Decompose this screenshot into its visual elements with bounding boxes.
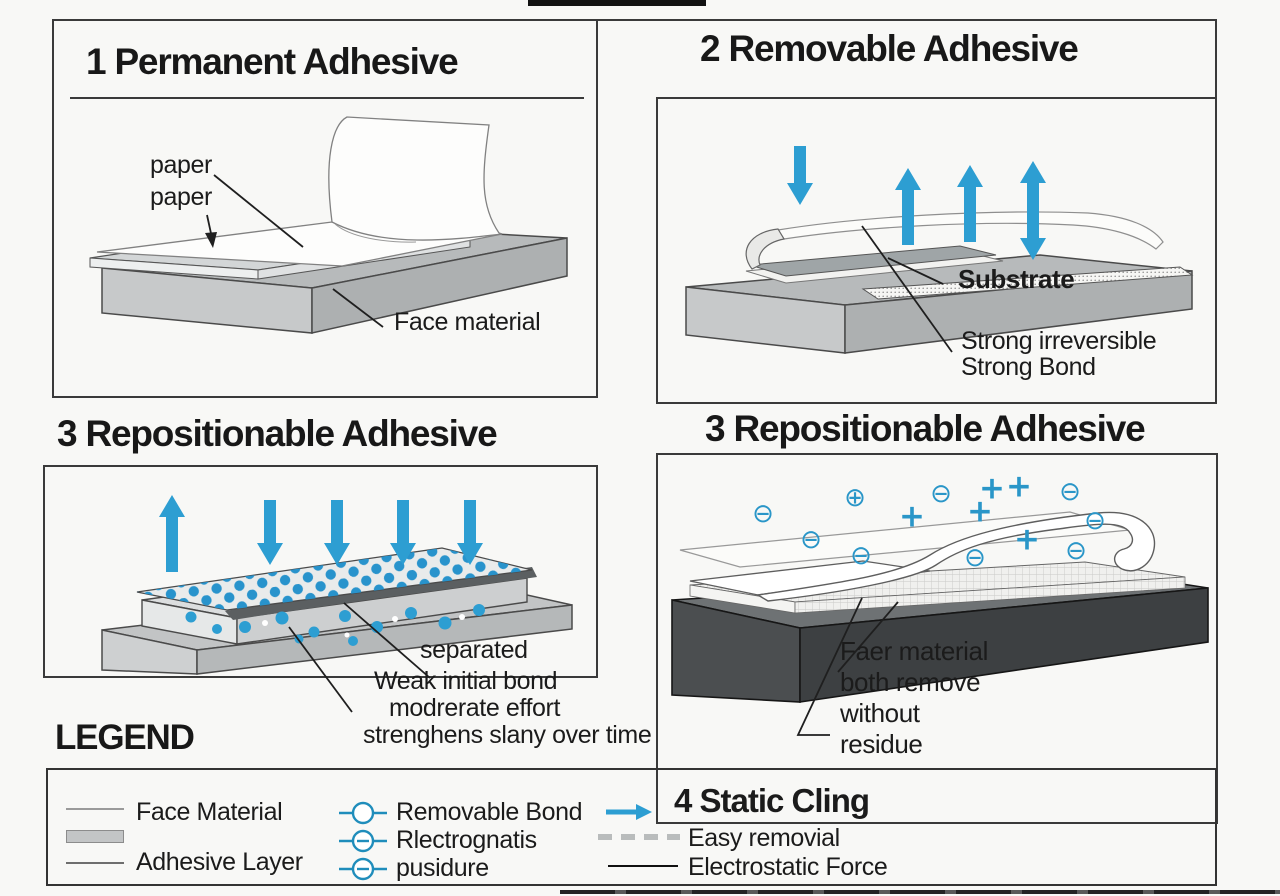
circle-minus-icon xyxy=(339,829,387,853)
scattered-adhesive-dots xyxy=(185,604,485,646)
static-label-line4: residue xyxy=(840,729,923,759)
adhesive-layer-line-swatch xyxy=(66,862,124,864)
static-label-line3: without xyxy=(840,698,920,728)
down-arrow-icon xyxy=(257,500,283,565)
legend-box: Face Material Adhesive Layer Removable B… xyxy=(46,768,1217,886)
weak-bond-label-line2: modrerate effort xyxy=(389,694,561,722)
static-label-line1: Faer material xyxy=(840,636,988,666)
removable-bond-icon xyxy=(339,801,387,825)
paper-label-1: paper xyxy=(150,151,212,179)
up-arrow-icon xyxy=(895,168,921,245)
down-arrow-icon xyxy=(457,500,483,565)
panel2-title: 2 Removable Adhesive xyxy=(700,28,1079,69)
bond-label-line2: Strong Bond xyxy=(961,353,1096,381)
face-material-line-swatch xyxy=(66,808,124,810)
down-arrow-icon xyxy=(787,146,813,205)
down-arrow-icon xyxy=(324,500,350,565)
permanent-adhesive-illustration xyxy=(89,116,568,334)
legend-face-material-label: Face Material xyxy=(136,798,283,826)
panel1-title: 1 Permanent Adhesive xyxy=(86,41,459,82)
peeling-sheet-curl xyxy=(755,511,1156,602)
legend-electrostatic-label: Rlectrognatis xyxy=(396,826,537,854)
separating-adhesive-band xyxy=(225,567,537,620)
paper-leader-line xyxy=(213,174,304,248)
liner-outline-sheet xyxy=(776,211,1164,250)
weak-bond-label-line3: strenghens slany over time xyxy=(363,721,652,749)
panel1-title-rule xyxy=(70,97,584,99)
substrate-block xyxy=(685,254,1193,354)
separated-leader-line xyxy=(343,602,431,679)
scattered-white-dots xyxy=(262,614,465,638)
up-down-arrow-icon xyxy=(1020,161,1046,260)
easy-removal-dash-swatch xyxy=(598,834,680,840)
static-cling-illustration xyxy=(671,511,1209,736)
legend-removable-bond-label: Removable Bond xyxy=(396,798,583,826)
repositionable-adhesive-illustration xyxy=(101,495,573,713)
panel3-title: 3 Repositionable Adhesive xyxy=(57,413,498,454)
panel4-title: 3 Repositionable Adhesive xyxy=(705,408,1146,449)
separated-label: separated xyxy=(420,636,528,664)
panel2-right-riser xyxy=(1215,19,1217,99)
removable-adhesive-illustration xyxy=(685,146,1194,354)
panel-repositionable-adhesive xyxy=(43,465,598,713)
adhesive-stipple-band xyxy=(861,266,1194,300)
paper-arrowhead xyxy=(205,232,217,248)
panel-permanent-adhesive: 1 Permanent Adhesive paper xyxy=(52,19,598,398)
up-arrow-icon xyxy=(957,165,983,242)
blue-arrow-icon xyxy=(606,804,652,820)
electrostatic-force-line-swatch xyxy=(608,865,678,867)
face-material-leader-line xyxy=(332,288,384,328)
bottom-dark-bar xyxy=(560,890,1280,894)
legend-adhesive-layer-label: Adhesive Layer xyxy=(136,848,303,876)
substrate-label: Substrate xyxy=(958,264,1075,294)
substrate-leader-line xyxy=(887,257,944,285)
circle-minus-icon xyxy=(339,857,387,881)
weak-bond-leader-line xyxy=(288,626,353,713)
top-rule xyxy=(598,19,1217,21)
gray-bar-swatch xyxy=(66,830,124,843)
top-black-bar xyxy=(528,0,706,6)
panel-removable-adhesive: Substrate Strong irreversible Strong Bon… xyxy=(656,97,1217,404)
weak-bond-label-line1: Weak initial bond xyxy=(374,667,558,695)
label-curl xyxy=(745,228,785,270)
flat-sheet xyxy=(689,560,931,596)
down-arrow-icon xyxy=(390,500,416,565)
residue-leader-line xyxy=(796,597,863,736)
static-label-line2: both remove xyxy=(840,667,981,697)
legend-easy-removal-label: Easy removial xyxy=(688,824,840,852)
panel-static-cling: Faer material both remove without residu… xyxy=(656,453,1218,824)
microsphere-sheet xyxy=(136,547,533,611)
legend-pusidure-label: pusidure xyxy=(396,854,489,882)
legend-electrostatic-force-label: Electrostatic Force xyxy=(688,853,888,881)
static-cling-heading: 4 Static Cling xyxy=(674,782,870,819)
paper-label-2: paper xyxy=(150,183,212,211)
face-material-label: Face material xyxy=(394,308,541,336)
bond-leader-line xyxy=(861,225,953,353)
bond-label-line1: Strong irreversible xyxy=(961,327,1157,355)
legend-title: LEGEND xyxy=(55,718,195,757)
up-arrow-icon xyxy=(159,495,185,572)
label-top-sheet xyxy=(749,245,997,277)
face-leader-line xyxy=(837,601,899,673)
